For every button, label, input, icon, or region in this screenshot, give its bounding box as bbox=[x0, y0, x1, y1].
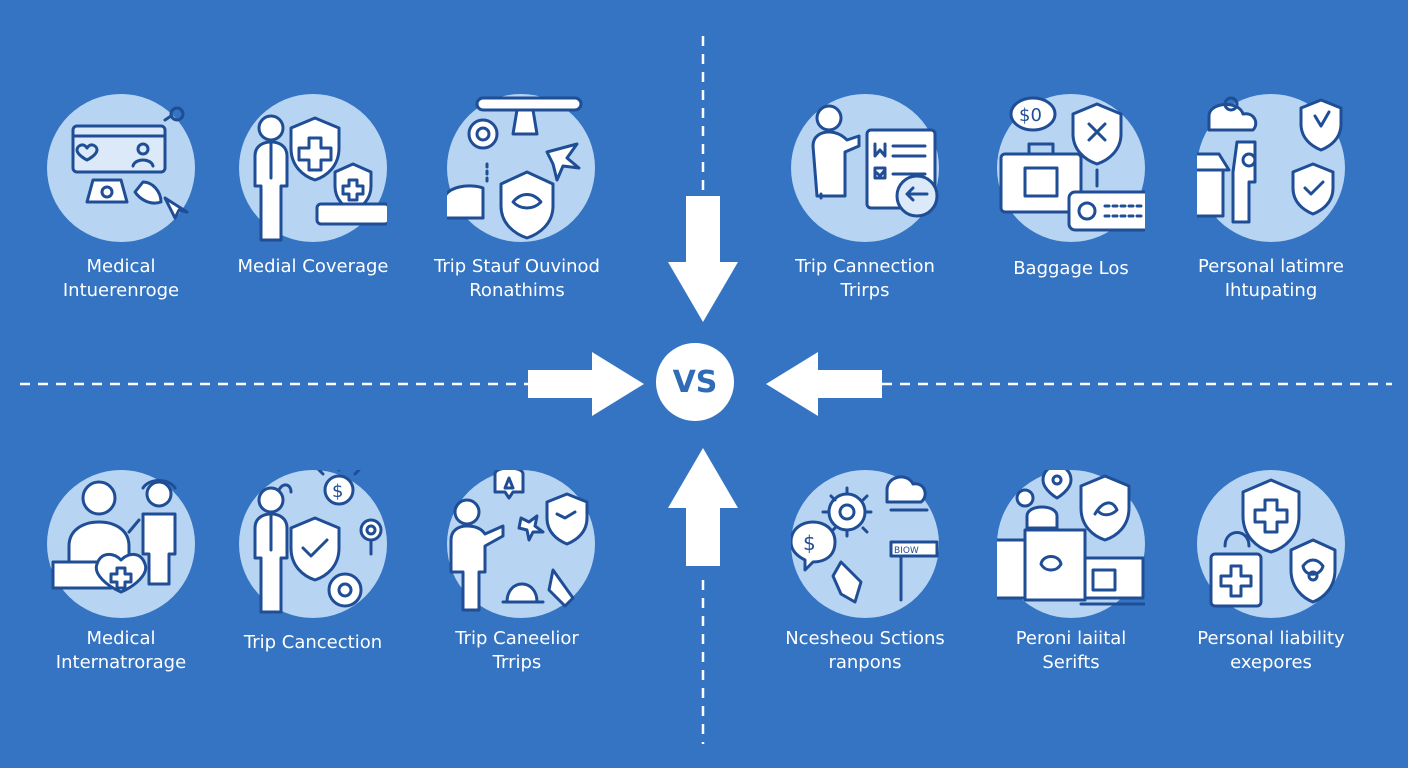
arrow-right-icon bbox=[528, 352, 644, 416]
personal-belongings-icon bbox=[997, 470, 1145, 618]
arrow-down-icon bbox=[668, 196, 738, 322]
svg-text:BIOW: BIOW bbox=[894, 546, 919, 556]
trip-status-icon bbox=[447, 94, 595, 242]
personal-liability-icon bbox=[1197, 94, 1345, 242]
settings-dollar-icon: $ BIOW bbox=[791, 470, 939, 618]
card-label: Baggage Los bbox=[1013, 258, 1129, 279]
baggage-loss-icon: $0 bbox=[997, 94, 1145, 242]
medical-team-icon bbox=[47, 470, 195, 618]
svg-text:$0: $0 bbox=[1019, 105, 1042, 126]
svg-text:$: $ bbox=[803, 531, 816, 555]
trip-connection-icon bbox=[791, 94, 939, 242]
vs-badge: VS bbox=[656, 343, 734, 421]
svg-text:$: $ bbox=[332, 481, 343, 502]
card-label: Trip Cancection bbox=[243, 632, 383, 653]
arrow-left-icon bbox=[766, 352, 882, 416]
card-label: Medial Coverage bbox=[237, 256, 389, 277]
arrow-up-icon bbox=[668, 448, 738, 566]
trip-traveler-icon bbox=[447, 470, 595, 618]
medical-coverage-icon bbox=[239, 94, 387, 242]
medical-intervention-icon bbox=[47, 94, 195, 242]
trip-cancellation-icon: $ bbox=[239, 470, 387, 618]
liability-shield-icon bbox=[1197, 470, 1345, 618]
